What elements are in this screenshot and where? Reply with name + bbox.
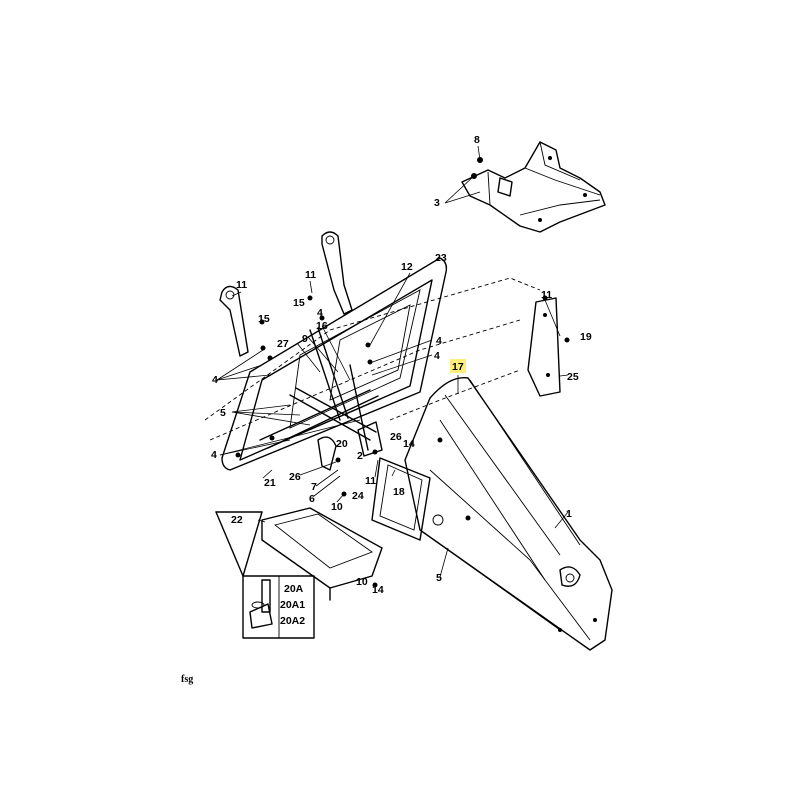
callout-22: 22 xyxy=(231,514,243,526)
bolts xyxy=(235,295,570,588)
callout-11-upper: 11 xyxy=(305,269,316,281)
callout-5-left: 5 xyxy=(220,407,226,419)
callout-labels: 1 2 3 4 4 4 4 4 5 5 6 7 8 9 10 10 11 11 … xyxy=(211,134,592,627)
callout-4-upper: 4 xyxy=(317,307,323,319)
top-bracket-assembly xyxy=(461,141,606,233)
door-frame xyxy=(221,257,448,471)
callout-15-upper: 15 xyxy=(293,297,305,309)
callout-3: 3 xyxy=(434,197,440,209)
callout-12: 12 xyxy=(401,261,413,273)
callout-17-highlight xyxy=(450,359,466,373)
inset-detail xyxy=(215,511,315,639)
callout-21: 21 xyxy=(264,477,276,489)
plate-18 xyxy=(371,457,431,541)
callout-11-left: 11 xyxy=(236,279,247,291)
callout-8: 8 xyxy=(474,134,480,146)
small-bracket-26 xyxy=(317,421,383,471)
callout-24: 24 xyxy=(352,490,364,502)
callout-1: 1 xyxy=(566,508,572,520)
callout-20: 20 xyxy=(336,438,348,450)
leader-lines xyxy=(216,145,569,578)
callout-11-right: 11 xyxy=(541,289,552,301)
callout-5-bottom: 5 xyxy=(436,572,442,584)
callout-20a: 20A xyxy=(284,583,304,595)
bracket-plate-25 xyxy=(527,297,561,397)
callout-27: 27 xyxy=(277,338,289,350)
callout-16: 16 xyxy=(316,320,328,332)
callout-4-lower: 4 xyxy=(211,449,217,461)
callout-6: 6 xyxy=(309,493,315,505)
callout-20a1: 20A1 xyxy=(280,599,305,611)
callout-19: 19 xyxy=(580,331,592,343)
callout-11-lower: 11 xyxy=(365,475,376,487)
tray-22 xyxy=(261,507,383,601)
callout-7: 7 xyxy=(311,481,317,493)
callout-2: 2 xyxy=(357,450,363,462)
callout-17: 17 xyxy=(452,361,464,373)
callout-4-left: 4 xyxy=(212,374,218,386)
side-housing xyxy=(404,376,613,651)
hanger-arms xyxy=(219,231,353,357)
callout-10-bottom: 10 xyxy=(356,576,368,588)
callout-4-right-b: 4 xyxy=(434,350,440,362)
callout-14-bottom: 14 xyxy=(372,584,384,596)
callout-26-right: 26 xyxy=(390,431,402,443)
callout-20a2: 20A2 xyxy=(280,615,305,627)
callout-15-left: 15 xyxy=(258,313,270,325)
callout-14-right: 14 xyxy=(403,438,415,450)
callout-25: 25 xyxy=(567,371,579,383)
callout-9: 9 xyxy=(302,333,308,345)
callout-23: 23 xyxy=(435,252,447,264)
callout-4-right-a: 4 xyxy=(436,335,442,347)
callout-10-mid: 10 xyxy=(331,501,343,513)
callout-18: 18 xyxy=(393,486,405,498)
footer-code: fsg xyxy=(181,674,193,685)
callout-26-left: 26 xyxy=(289,471,301,483)
